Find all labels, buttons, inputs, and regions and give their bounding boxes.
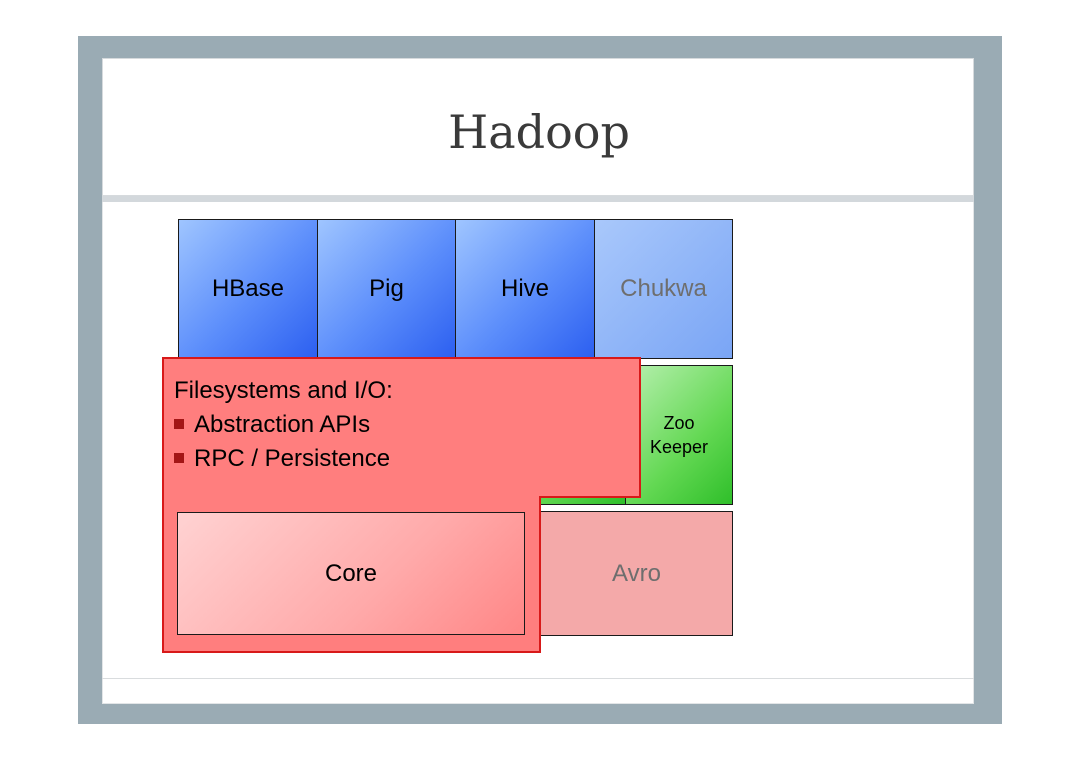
zookeeper-label-line2: Keeper bbox=[649, 437, 709, 457]
overlay-text: Filesystems and I/O: Abstraction APIs RP… bbox=[174, 374, 393, 476]
bullet-icon bbox=[174, 452, 184, 463]
hbase-label: HBase bbox=[211, 275, 285, 302]
title-divider bbox=[102, 196, 974, 202]
pig-label: Pig bbox=[369, 275, 404, 302]
avro-box: Avro bbox=[520, 511, 733, 636]
zookeeper-box: Zoo Keeper bbox=[625, 365, 733, 505]
overlay-bullet-text: RPC / Persistence bbox=[194, 445, 391, 472]
bullet-icon bbox=[174, 418, 184, 429]
zookeeper-label-line1: Zoo bbox=[663, 413, 695, 433]
hbase-box: HBase bbox=[178, 219, 318, 359]
overlay-bullet-text: Abstraction APIs bbox=[194, 411, 371, 438]
core-box: Core bbox=[177, 512, 525, 635]
chukwa-label: Chukwa bbox=[620, 275, 707, 302]
overlay-bullet-item: RPC / Persistence bbox=[174, 442, 393, 476]
overlay-heading: Filesystems and I/O: bbox=[174, 377, 393, 404]
chukwa-box: Chukwa bbox=[594, 219, 733, 359]
avro-label: Avro bbox=[612, 559, 661, 587]
hive-label: Hive bbox=[500, 275, 549, 302]
core-label: Core bbox=[324, 559, 378, 587]
title-area: Hadoop bbox=[102, 58, 974, 196]
content-area bbox=[102, 202, 974, 704]
footer-line bbox=[102, 678, 974, 679]
slide-title: Hadoop bbox=[448, 105, 630, 159]
overlay-bullet-item: Abstraction APIs bbox=[174, 408, 393, 442]
